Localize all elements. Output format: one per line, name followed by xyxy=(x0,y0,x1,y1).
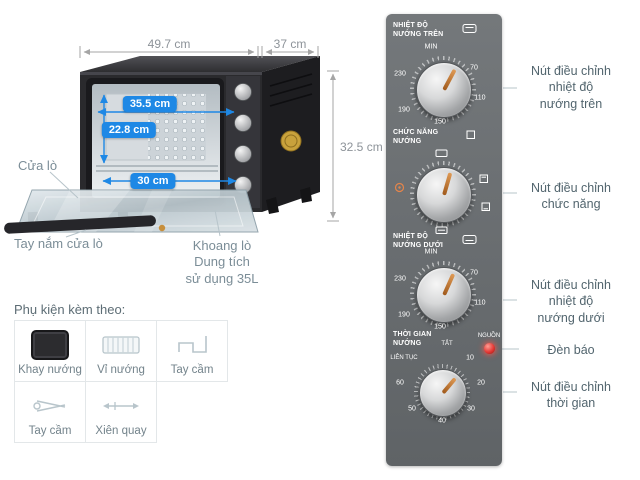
knob4-tick: 40 xyxy=(438,417,446,425)
section-bottom-temp-title: NHIỆT ĐỘ NƯỚNG DƯỚI xyxy=(393,233,444,250)
front-knob xyxy=(234,83,252,101)
accessory-cell: Tay cầm xyxy=(156,320,228,382)
dim-inner-width: 35.5 cm xyxy=(122,96,178,112)
tray-gripper-icon xyxy=(33,400,66,412)
accessory-cell: Khay nướng xyxy=(14,320,86,382)
label-handle: Tay nắm cửa lò xyxy=(14,236,103,251)
knob3-tick: 70 xyxy=(470,269,478,277)
knob-pointer xyxy=(442,273,456,296)
door-handle-bar xyxy=(4,215,156,234)
rotisserie-skewer-icon xyxy=(103,402,139,410)
oven-foot xyxy=(300,187,312,203)
accessories-table: Khay nướng Vỉ nướng xyxy=(14,320,228,443)
top-temp-knob xyxy=(416,62,472,118)
knob-pointer xyxy=(442,68,457,91)
timer-off-label: TẮT xyxy=(441,341,453,347)
label-cavity: Khoang lò Dung tích sử dụng 35L xyxy=(185,238,259,286)
knob4-tick: 60 xyxy=(396,379,404,387)
accessory-label: Khay nướng xyxy=(18,364,82,376)
front-knob xyxy=(234,114,252,132)
caption-indicator-lamp: Đèn báo xyxy=(547,343,595,357)
oven-foot xyxy=(266,197,279,214)
section-function-title: CHỨC NĂNG NƯỚNG xyxy=(393,129,439,146)
knob3-tick: 110 xyxy=(474,299,486,307)
brand-badge xyxy=(280,130,302,152)
oven-top-face xyxy=(80,56,320,72)
handle-accent xyxy=(158,224,166,232)
knob4-tick: 30 xyxy=(467,405,475,413)
section-timer-title: THỜI GIAN NƯỚNG xyxy=(393,331,432,348)
knob4-tick: 50 xyxy=(408,405,416,413)
accessory-label: Tay cầm xyxy=(28,425,72,437)
accessory-cell: Tay cầm xyxy=(14,381,86,443)
knob3-tick: 230 xyxy=(394,275,406,283)
dim-width: 49.7 cm xyxy=(147,37,191,51)
section-top-temp-title: NHIỆT ĐỘ NƯỚNG TRÊN xyxy=(393,22,444,39)
knob1-tick: 70 xyxy=(470,64,478,72)
knob1-tick: MIN xyxy=(424,43,438,51)
function-mode-icon xyxy=(466,130,475,139)
open-door xyxy=(4,189,259,234)
accessories-title: Phụ kiện kèm theo: xyxy=(14,302,126,317)
oven-body xyxy=(4,56,320,234)
dim-inner-height: 22.8 cm xyxy=(101,122,157,138)
function-symbol-rotate xyxy=(394,182,405,193)
knob4-tick: 20 xyxy=(477,379,485,387)
timer-continuous-label: LIÊN TỤC xyxy=(390,355,418,361)
caption-function-knob: Nút điều chỉnh chức năng xyxy=(531,181,611,212)
knob1-tick: 230 xyxy=(394,70,406,78)
control-panel: NHIỆT ĐỘ NƯỚNG TRÊN MIN 70 110 150 190 2… xyxy=(386,14,502,466)
accessory-label: Tay cầm xyxy=(170,364,214,376)
grill-rack-icon xyxy=(102,336,140,354)
knob-pointer xyxy=(442,172,453,196)
leader-lines xyxy=(49,87,519,393)
function-knob xyxy=(416,167,472,223)
knob-pointer xyxy=(441,377,457,395)
function-symbol-bottom xyxy=(435,226,448,234)
function-symbol-grill xyxy=(479,174,488,183)
side-vents xyxy=(269,73,313,107)
front-knob-strip xyxy=(226,76,260,208)
accessory-cell: Vỉ nướng xyxy=(85,320,157,382)
dim-height: 32.5 cm xyxy=(340,140,383,154)
accessory-label: Vỉ nướng xyxy=(97,364,145,376)
function-symbol-bake xyxy=(481,202,490,211)
bottom-temp-knob xyxy=(416,267,472,323)
knob4-tick: 10 xyxy=(466,354,474,362)
knob1-tick: 110 xyxy=(474,94,486,102)
timer-knob xyxy=(419,369,467,417)
power-indicator-lamp xyxy=(484,343,495,354)
baking-tray-icon xyxy=(31,330,69,360)
function-symbol-top xyxy=(435,149,448,157)
label-door: Cửa lò xyxy=(18,158,58,173)
knob1-tick: 150 xyxy=(434,118,446,126)
dimension-lines xyxy=(79,46,339,222)
accessory-label: Xiên quay xyxy=(95,425,147,437)
caption-bottom-temp-knob: Nút điều chỉnh nhiệt độ nướng dưới xyxy=(531,278,611,325)
knob3-tick: MIN xyxy=(424,248,438,256)
rack-handle-icon xyxy=(178,336,207,353)
dim-depth: 37 cm xyxy=(273,37,307,51)
front-knob xyxy=(234,145,252,163)
power-label: NGUỒN xyxy=(477,333,501,339)
knob3-tick: 150 xyxy=(434,323,446,331)
knob3-tick: 190 xyxy=(398,311,410,319)
caption-timer-knob: Nút điều chỉnh thời gian xyxy=(531,380,611,411)
caption-top-temp-knob: Nút điều chỉnh nhiệt độ nướng trên xyxy=(531,64,611,111)
knob1-tick: 190 xyxy=(398,106,410,114)
bottom-heat-icon xyxy=(462,235,477,244)
accessory-cell: Xiên quay xyxy=(85,381,157,443)
wire-rack xyxy=(96,165,218,172)
top-heat-icon xyxy=(462,24,477,33)
dim-door-width: 30 cm xyxy=(130,173,176,189)
